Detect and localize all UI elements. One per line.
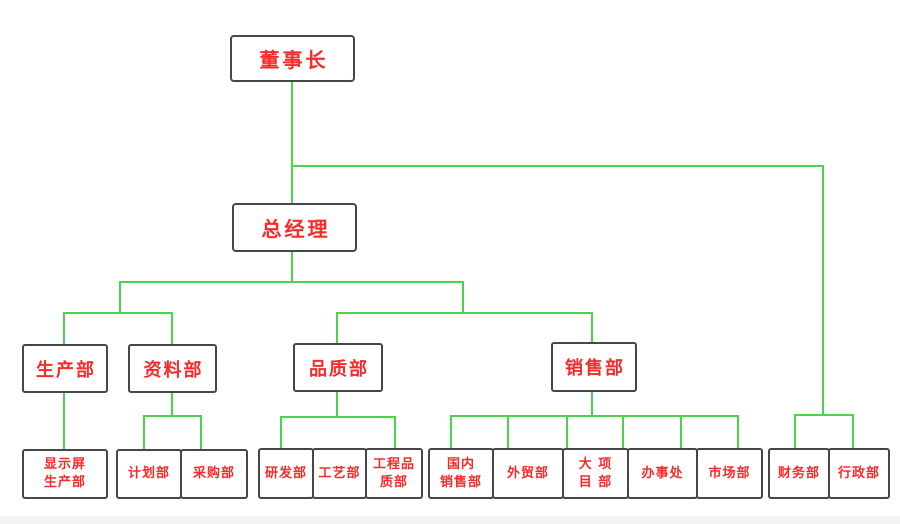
node-data-dept-label: 资料部	[143, 359, 204, 381]
node-foreign-trade: 外贸部	[492, 448, 564, 499]
node-domestic-sales-label: 国内 销售部	[439, 456, 482, 490]
node-foreign-trade-label: 外贸部	[506, 465, 549, 481]
connector-rnd-top	[280, 416, 282, 448]
node-major-projects-label: 大 项 目 部	[578, 456, 613, 490]
page-bottom-edge	[0, 516, 900, 524]
connector-purchasing-top	[200, 415, 202, 449]
node-sales-label: 销售部	[565, 358, 625, 379]
node-general-manager-label: 总经理	[261, 217, 331, 241]
node-domestic-sales: 国内 销售部	[428, 448, 494, 499]
connector-right-sub-horizontal	[336, 312, 593, 314]
node-eng-quality-label: 工程品 质部	[372, 456, 415, 490]
node-major-projects: 大 项 目 部	[562, 448, 629, 499]
node-production: 生产部	[22, 344, 108, 393]
connector-sales-drop-3	[566, 415, 568, 448]
connector-top-horizontal	[291, 165, 824, 167]
node-planning-label: 计划部	[127, 466, 170, 482]
node-planning: 计划部	[116, 449, 182, 499]
connector-sales-bottom	[591, 392, 593, 417]
node-display-production-label: 显示屏 生产部	[43, 457, 86, 490]
connector-planning-top	[143, 415, 145, 449]
node-branch-office-label: 办事处	[641, 465, 684, 481]
connector-finance-sub-horizontal	[794, 414, 854, 416]
node-process-label: 工艺部	[318, 465, 361, 481]
connector-gm-children-horizontal	[119, 281, 464, 283]
node-admin-label: 行政部	[837, 465, 880, 481]
node-admin: 行政部	[828, 448, 890, 499]
connector-right-trunk	[822, 165, 824, 416]
node-finance: 财务部	[768, 448, 830, 499]
node-purchasing-label: 采购部	[192, 466, 235, 482]
connector-chairman-stem	[291, 82, 293, 203]
node-quality: 品质部	[293, 343, 383, 392]
connector-quality-sub-horizontal	[280, 416, 396, 418]
node-sales: 销售部	[551, 342, 637, 392]
connector-data-sub-horizontal	[143, 415, 202, 417]
node-general-manager: 总经理	[232, 203, 357, 252]
node-purchasing: 采购部	[180, 449, 248, 499]
connector-sales-drop-6	[737, 415, 739, 448]
connector-data-dept-bottom	[171, 393, 173, 417]
connector-production-bottom	[63, 393, 65, 449]
connector-quality-bottom	[336, 392, 338, 418]
node-production-label: 生产部	[36, 359, 96, 381]
connector-production-top	[63, 312, 65, 344]
node-display-production: 显示屏 生产部	[22, 449, 108, 499]
node-rnd-label: 研发部	[264, 465, 307, 481]
connector-quality-top	[336, 312, 338, 343]
connector-left-group-drop	[119, 281, 121, 314]
node-data-dept: 资料部	[128, 344, 217, 393]
node-marketing: 市场部	[696, 448, 763, 499]
connector-sales-drop-4	[622, 415, 624, 448]
connector-sales-drop-5	[680, 415, 682, 448]
node-rnd: 研发部	[258, 448, 314, 499]
connector-left-sub-horizontal	[63, 312, 173, 314]
node-quality-label: 品质部	[309, 358, 369, 380]
connector-eng-quality-top	[394, 416, 396, 448]
node-finance-label: 财务部	[777, 465, 820, 481]
node-process: 工艺部	[312, 448, 367, 499]
node-branch-office: 办事处	[627, 448, 698, 499]
connector-right-group-drop	[462, 281, 464, 314]
connector-sales-drop-2	[507, 415, 509, 448]
node-marketing-label: 市场部	[708, 465, 751, 481]
connector-sales-drop-1	[450, 415, 452, 448]
node-chairman-label: 董事长	[259, 48, 329, 72]
node-chairman: 董事长	[230, 35, 355, 82]
connector-sales-sub-horizontal	[450, 415, 739, 417]
node-eng-quality: 工程品 质部	[365, 448, 423, 499]
connector-finance-top	[794, 414, 796, 449]
connector-admin-top	[852, 414, 854, 449]
connector-data-dept-top	[171, 312, 173, 344]
connector-sales-top	[591, 312, 593, 342]
connector-gm-stem-bottom	[291, 252, 293, 283]
